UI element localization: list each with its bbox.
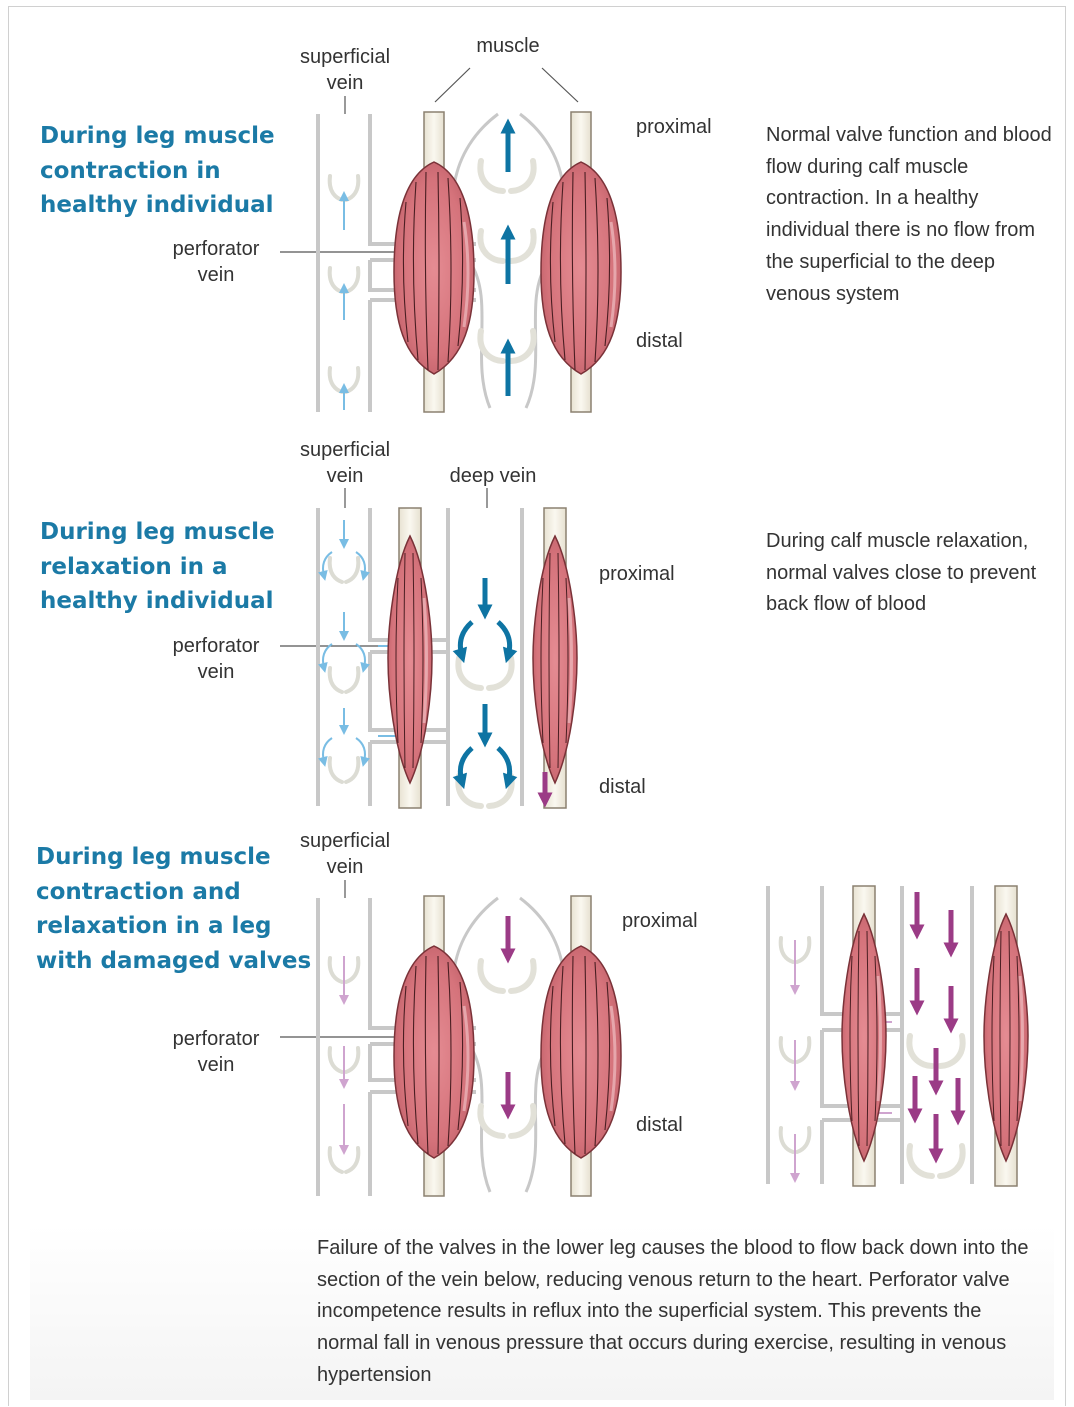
distal-label: distal — [636, 1112, 683, 1138]
figure-caption: Failure of the valves in the lower leg c… — [317, 1233, 1047, 1392]
superficial-vein-label: superficial vein — [290, 437, 400, 489]
panel-1-artwork — [280, 68, 621, 412]
panel-1-description: Normal valve function and blood flow dur… — [766, 120, 1056, 310]
superficial-vein-label: superficial vein — [290, 828, 400, 880]
proximal-label: proximal — [599, 561, 675, 587]
distal-label: distal — [636, 328, 683, 354]
panel-3-heading: During leg muscle contraction and relaxa… — [36, 840, 311, 978]
panel-2-description: During calf muscle relaxation, normal va… — [766, 526, 1056, 621]
proximal-label: proximal — [636, 114, 712, 140]
superficial-vein-label: superficial vein — [290, 44, 400, 96]
panel-1-heading: During leg muscle contraction in healthy… — [40, 119, 275, 223]
perforator-vein-label: perforator vein — [160, 1026, 272, 1078]
proximal-label: proximal — [622, 908, 698, 934]
muscle-label: muscle — [458, 33, 558, 59]
distal-label: distal — [599, 774, 646, 800]
panel-2-artwork — [280, 488, 577, 808]
panel-2-heading: During leg muscle relaxation in a health… — [40, 515, 275, 619]
deep-vein-label: deep vein — [438, 463, 548, 489]
perforator-vein-label: perforator vein — [160, 633, 272, 685]
perforator-vein-label: perforator vein — [160, 236, 272, 288]
